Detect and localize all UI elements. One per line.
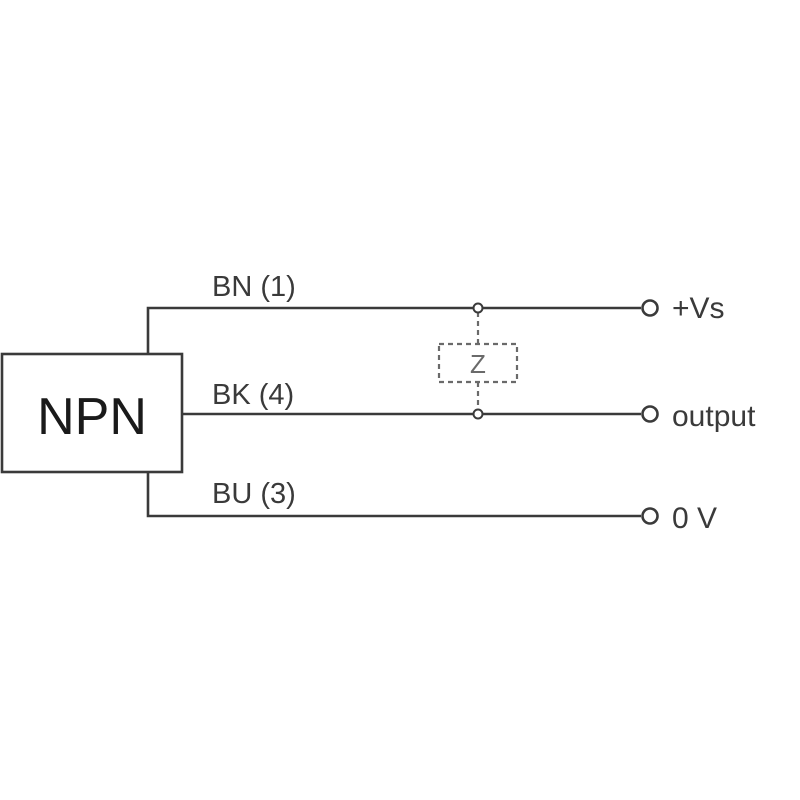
- wire-black: BK (4) output: [182, 379, 756, 433]
- wire-blue-line: [146, 472, 641, 518]
- sensor-block: NPN: [0, 352, 184, 474]
- wire-blue-terminal-label: 0 V: [672, 502, 717, 535]
- wire-brown-color-code: BN (1): [212, 271, 296, 303]
- wire-brown-terminal-label: +Vs: [672, 292, 725, 325]
- load-z: Z: [437, 302, 519, 420]
- sensor-box: [0, 352, 184, 474]
- wire-brown-terminal-icon: [641, 299, 659, 317]
- wire-blue: BU (3) 0 V: [146, 472, 717, 535]
- wire-brown-line: [146, 306, 641, 354]
- sensor-type-label: NPN: [37, 388, 147, 446]
- load-junction-bottom-icon: [472, 408, 484, 420]
- wire-brown: BN (1) +Vs: [146, 271, 725, 354]
- wire-blue-color-code: BU (3): [212, 478, 296, 510]
- wire-black-color-code: BK (4): [212, 379, 294, 411]
- load-junction-top-icon: [472, 302, 484, 314]
- wire-black-terminal-label: output: [672, 400, 756, 433]
- load-label: Z: [470, 349, 486, 379]
- wire-blue-terminal-icon: [641, 507, 659, 525]
- wire-black-terminal-icon: [641, 405, 659, 423]
